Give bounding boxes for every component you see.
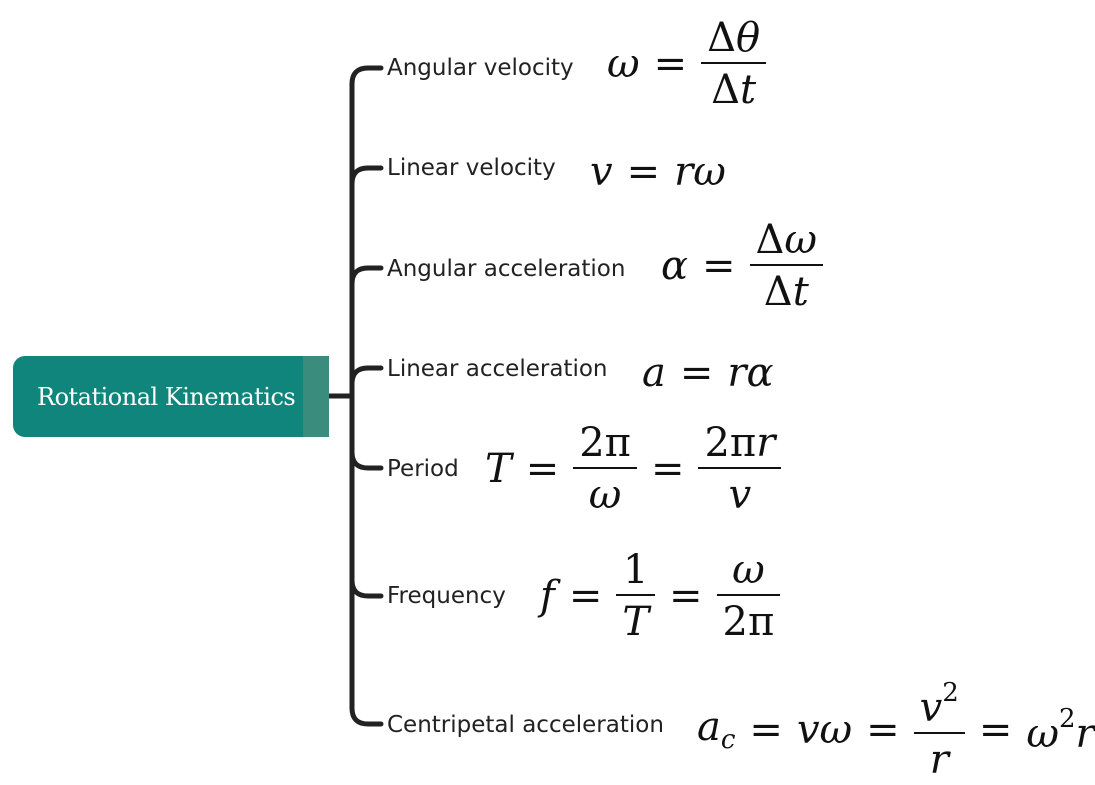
branch-connector-linear-acceleration <box>349 365 384 387</box>
branch-label-centripetal-acceleration[interactable]: Centripetal acceleration <box>387 712 664 738</box>
root-node[interactable]: Rotational Kinematics <box>13 356 329 437</box>
branch-connector-linear-velocity <box>349 165 384 187</box>
branch-connector-angular-velocity <box>349 65 384 87</box>
branch-label-angular-acceleration[interactable]: Angular acceleration <box>387 256 626 282</box>
formula-linear-acceleration: a=rα <box>642 350 774 396</box>
branch-label-linear-velocity[interactable]: Linear velocity <box>387 155 556 181</box>
root-node-edge-tab <box>303 356 329 437</box>
branch-connector-frequency <box>349 577 384 599</box>
branch-connector-period <box>349 449 384 471</box>
branch-label-period[interactable]: Period <box>387 456 459 482</box>
branch-label-angular-velocity[interactable]: Angular velocity <box>387 55 574 81</box>
branch-connector-centripetal <box>349 705 384 727</box>
branch-label-frequency[interactable]: Frequency <box>387 583 506 609</box>
formula-linear-velocity: v=rω <box>590 149 726 195</box>
branch-connector-angular-acceleration <box>349 265 384 287</box>
root-node-label: Rotational Kinematics <box>37 382 296 411</box>
branch-label-linear-acceleration[interactable]: Linear acceleration <box>387 356 608 382</box>
